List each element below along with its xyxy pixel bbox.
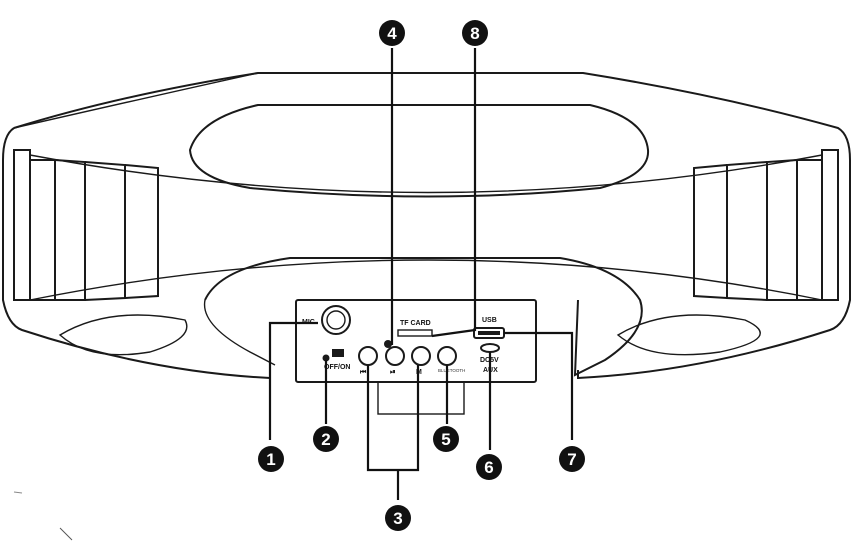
bluetooth-button-label: BLUETOOTH [438, 368, 465, 373]
svg-text:7: 7 [567, 450, 576, 469]
power-switch-label: OFF/ON [324, 364, 350, 371]
play-pause-button[interactable] [385, 346, 405, 366]
tf-card-slot[interactable] [384, 329, 433, 348]
leader-lines [268, 48, 574, 500]
svg-text:8: 8 [470, 24, 479, 43]
svg-text:1: 1 [266, 450, 275, 469]
bluetooth-button[interactable] [437, 346, 457, 366]
prev-button-glyph: ⏮ [360, 369, 367, 376]
callout-1: 1 [258, 446, 284, 472]
speaker-body [1, 72, 851, 380]
mic-jack[interactable] [321, 305, 351, 335]
prev-button[interactable] [358, 346, 378, 366]
play-pause-glyph: ⏯ [390, 369, 396, 376]
tf-card-label: TF CARD [400, 320, 431, 327]
mode-button[interactable] [411, 346, 431, 366]
callout-5: 5 [433, 426, 459, 452]
callout-3: 3 [385, 505, 411, 531]
svg-text:5: 5 [441, 430, 450, 449]
power-switch[interactable] [322, 349, 345, 362]
usb-port[interactable] [473, 327, 505, 339]
usb-label: USB [482, 317, 497, 324]
svg-text:4: 4 [387, 24, 397, 43]
callout-7: 7 [559, 446, 585, 472]
callout-6: 6 [476, 454, 502, 480]
dc-aux-port[interactable] [480, 343, 500, 353]
callout-4: 4 [379, 20, 405, 46]
stray-marks [13, 491, 73, 541]
svg-text:3: 3 [393, 509, 402, 528]
callout-2: 2 [313, 426, 339, 452]
svg-text:2: 2 [321, 430, 330, 449]
control-panel [295, 299, 537, 415]
callout-8: 8 [462, 20, 488, 46]
svg-text:6: 6 [484, 458, 493, 477]
